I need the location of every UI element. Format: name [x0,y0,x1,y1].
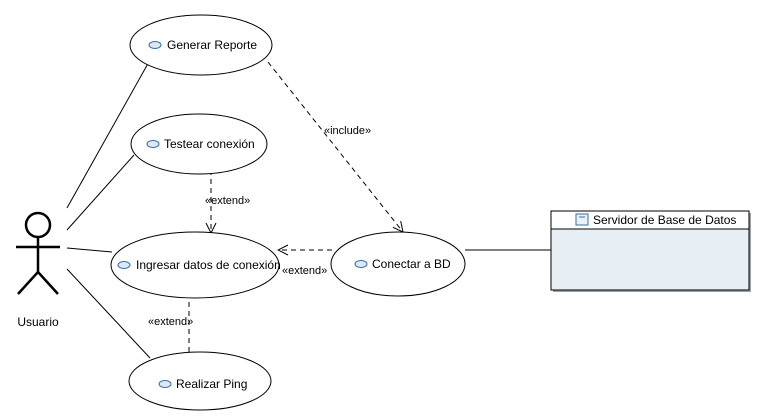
node-title: Servidor de Base de Datos [593,213,736,227]
assoc-testear-conexion [66,154,135,231]
use-case-conectar-bd[interactable]: Conectar a BD [330,231,466,297]
actor-right-leg [37,271,59,295]
use-case-label: Realizar Ping [176,377,247,391]
use-case-testear-conexion[interactable]: Testear conexión [130,113,268,175]
use-case-ellipse [110,231,280,299]
dependency-lines [189,61,403,352]
actor-usuario[interactable] [16,211,60,295]
use-case-icon [148,41,162,49]
node-icon [575,213,589,226]
stereotype-extend-ping: «extend» [148,316,193,328]
node-header [550,210,750,230]
use-case-ingresar-datos[interactable]: Ingresar datos de conexión [110,231,281,299]
use-case-ellipse [128,351,272,411]
include-arrow [267,61,403,232]
use-case-label: Testear conexión [164,137,255,151]
node-servidor-bd[interactable]: Servidor de Base de Datos [550,210,751,292]
use-case-icon [158,380,172,388]
use-case-ellipse [330,231,466,297]
use-case-generar-reporte[interactable]: Generar Reporte [129,14,273,76]
use-case-label: Ingresar datos de conexión [136,258,281,272]
use-case-label: Generar Reporte [167,38,257,52]
stereotype-extend-testear: «extend» [205,195,250,207]
assoc-generar-reporte [66,59,151,209]
actor-name: Usuario [17,315,59,329]
use-case-label: Conectar a BD [372,257,451,271]
use-case-icon [146,140,160,148]
use-case-icon [117,261,131,269]
stereotype-include: «include» [324,125,371,137]
assoc-ingresar-datos [66,247,113,253]
actor-left-leg [17,271,39,295]
assoc-realizar-ping [66,268,151,359]
actor-head [24,211,52,239]
use-case-ellipse [130,113,268,175]
use-case-icon [354,260,368,268]
use-case-ellipse [129,14,273,76]
use-case-realizar-ping[interactable]: Realizar Ping [128,351,272,411]
association-lines [66,59,551,359]
stereotype-extend-conectar: «extend» [282,265,327,277]
